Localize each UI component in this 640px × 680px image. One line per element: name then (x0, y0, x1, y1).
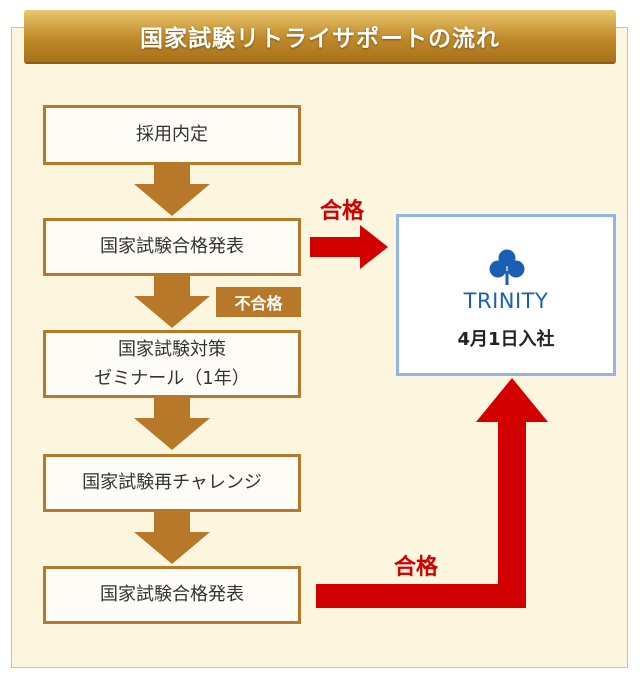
step-retry-label: 国家試験再チャレンジ (82, 472, 262, 493)
step-seminar-line-1: 国家試験対策 (118, 339, 226, 360)
fail-badge: 不合格 (216, 287, 301, 317)
step-seminar-line-2: ゼミナール（1年） (94, 368, 250, 389)
down-arrow-4 (134, 510, 210, 564)
step-retry: 国家試験再チャレンジ (43, 454, 301, 512)
pass-label-1: 合格 (320, 199, 365, 224)
join-date: 4月1日入社 (457, 329, 555, 350)
page-title: 国家試験リトライサポートの流れ (140, 26, 500, 52)
down-arrow-1 (134, 162, 210, 216)
pass-label-2: 合格 (394, 555, 439, 580)
step-exam-result-1: 国家試験合格発表 (43, 218, 301, 276)
step-exam-result-1-label: 国家試験合格発表 (100, 236, 244, 257)
step-offer: 採用内定 (43, 105, 301, 165)
step-exam-result-2-label: 国家試験合格発表 (100, 584, 244, 605)
step-offer-label: 採用内定 (136, 124, 208, 145)
down-arrow-3 (134, 396, 210, 450)
pass-arrow-right (310, 225, 388, 269)
clover-icon (489, 249, 525, 285)
down-arrow-2 (134, 274, 210, 328)
company-name: TRINITY (463, 289, 549, 313)
title-banner: 国家試験リトライサポートの流れ (24, 10, 616, 62)
pass-arrow-up (316, 378, 552, 608)
result-box: TRINITY 4月1日入社 (396, 214, 616, 376)
step-exam-result-2: 国家試験合格発表 (43, 566, 301, 624)
step-seminar: 国家試験対策 ゼミナール（1年） (43, 330, 301, 398)
